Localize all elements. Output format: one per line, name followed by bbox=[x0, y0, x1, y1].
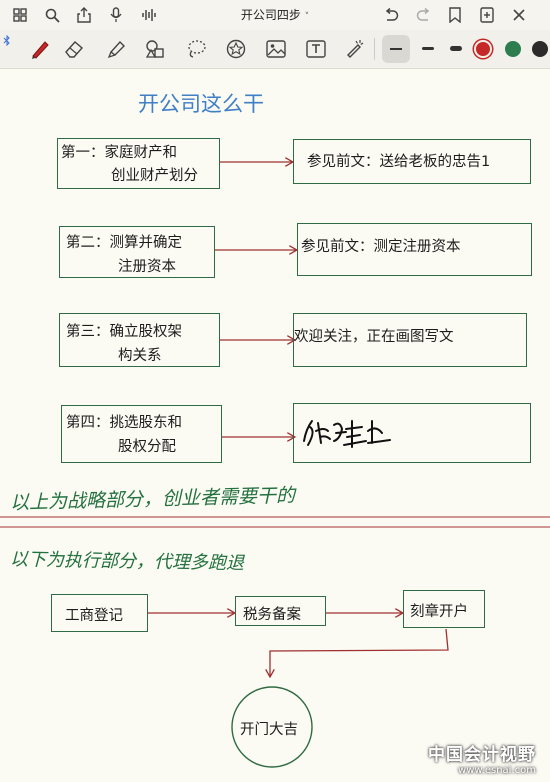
stroke-thick-icon bbox=[450, 46, 462, 51]
pen-icon[interactable] bbox=[28, 37, 52, 61]
stroke-thin-icon bbox=[390, 48, 402, 50]
watermark-title: 中国会计视野 bbox=[428, 745, 536, 765]
step2-line1: 第二：测算并确定 bbox=[66, 235, 182, 251]
document-title[interactable]: 开公司四步 bbox=[240, 8, 301, 22]
step3-ref-text: 欢迎关注，正在画图写文 bbox=[294, 329, 454, 345]
step2-box bbox=[59, 226, 215, 278]
step4-ref-box bbox=[293, 403, 531, 463]
arrow-flow-3 bbox=[270, 628, 449, 677]
stroke-medium-icon bbox=[422, 47, 434, 50]
grid-icon[interactable] bbox=[12, 7, 28, 23]
step3-box bbox=[59, 313, 220, 367]
document-title-area: 开公司四步 ˅ bbox=[0, 6, 550, 23]
step3-ref-box bbox=[293, 313, 527, 367]
highlighter-icon[interactable] bbox=[104, 37, 128, 61]
search-icon[interactable] bbox=[44, 7, 60, 23]
signature-scribble bbox=[303, 420, 391, 448]
flow-box-registration bbox=[51, 594, 148, 632]
add-page-icon[interactable] bbox=[479, 6, 495, 24]
handwriting-execution: 以下为执行部分，代理多跑退 bbox=[9, 549, 245, 575]
undo-icon[interactable] bbox=[383, 7, 399, 23]
lasso-icon[interactable] bbox=[184, 37, 208, 61]
flow-registration-text: 工商登记 bbox=[65, 608, 123, 624]
bluetooth-icon[interactable] bbox=[2, 34, 12, 46]
step4-box bbox=[61, 405, 222, 463]
flow-box-tax bbox=[235, 596, 326, 626]
step4-line1: 第四：挑选股东和 bbox=[66, 415, 182, 431]
flow-end-text: 开门大吉 bbox=[240, 722, 298, 738]
close-icon[interactable] bbox=[511, 7, 527, 23]
step2-ref-text: 参见前文：测定注册资本 bbox=[301, 239, 461, 255]
audio-wave-icon[interactable] bbox=[140, 7, 158, 23]
step4-line2: 股权分配 bbox=[118, 439, 176, 455]
laser-icon[interactable] bbox=[342, 37, 366, 61]
stroke-thin-button[interactable] bbox=[382, 35, 410, 63]
step1-box bbox=[57, 138, 220, 189]
color-dark-swatch[interactable] bbox=[532, 41, 548, 57]
watermark: 中国会计视野 www.esnai.com bbox=[428, 740, 536, 776]
step2-ref-box bbox=[297, 223, 532, 276]
flow-box-seal bbox=[403, 590, 485, 628]
eraser-icon[interactable] bbox=[62, 37, 86, 61]
step1-ref-box bbox=[293, 139, 531, 184]
stroke-medium-button[interactable] bbox=[414, 35, 442, 63]
step1-line1: 第一：家庭财产和 bbox=[61, 145, 177, 161]
redo-icon[interactable] bbox=[415, 7, 431, 23]
color-red-swatch[interactable] bbox=[474, 40, 492, 58]
chevron-down-icon[interactable]: ˅ bbox=[304, 12, 310, 22]
flow-seal-text: 刻章开户 bbox=[410, 604, 468, 620]
mic-icon[interactable] bbox=[108, 6, 124, 24]
shapes-icon[interactable] bbox=[143, 37, 167, 61]
step3-line2: 构关系 bbox=[118, 348, 162, 364]
note-canvas[interactable] bbox=[0, 69, 550, 782]
textbox-icon[interactable] bbox=[304, 37, 328, 61]
step1-ref-text: 参见前文：送给老板的忠告1 bbox=[307, 154, 491, 170]
app-top-bar: 开公司四步 ˅ bbox=[0, 0, 550, 30]
share-icon[interactable] bbox=[76, 6, 92, 24]
step3-line1: 第三：确立股权架 bbox=[66, 324, 182, 340]
watermark-url: www.esnai.com bbox=[458, 765, 536, 776]
step1-line2: 创业财产划分 bbox=[111, 168, 198, 184]
sticker-icon[interactable] bbox=[224, 37, 248, 61]
color-green-swatch[interactable] bbox=[505, 41, 521, 57]
bookmark-icon[interactable] bbox=[447, 6, 463, 24]
end-circle bbox=[231, 686, 313, 768]
tool-bar bbox=[0, 30, 550, 69]
divider-line bbox=[374, 38, 375, 60]
flow-tax-text: 税务备案 bbox=[243, 607, 301, 623]
image-icon[interactable] bbox=[264, 37, 288, 61]
step2-line2: 注册资本 bbox=[118, 259, 176, 275]
stroke-thick-button[interactable] bbox=[442, 35, 470, 63]
note-heading: 开公司这么干 bbox=[138, 92, 264, 116]
